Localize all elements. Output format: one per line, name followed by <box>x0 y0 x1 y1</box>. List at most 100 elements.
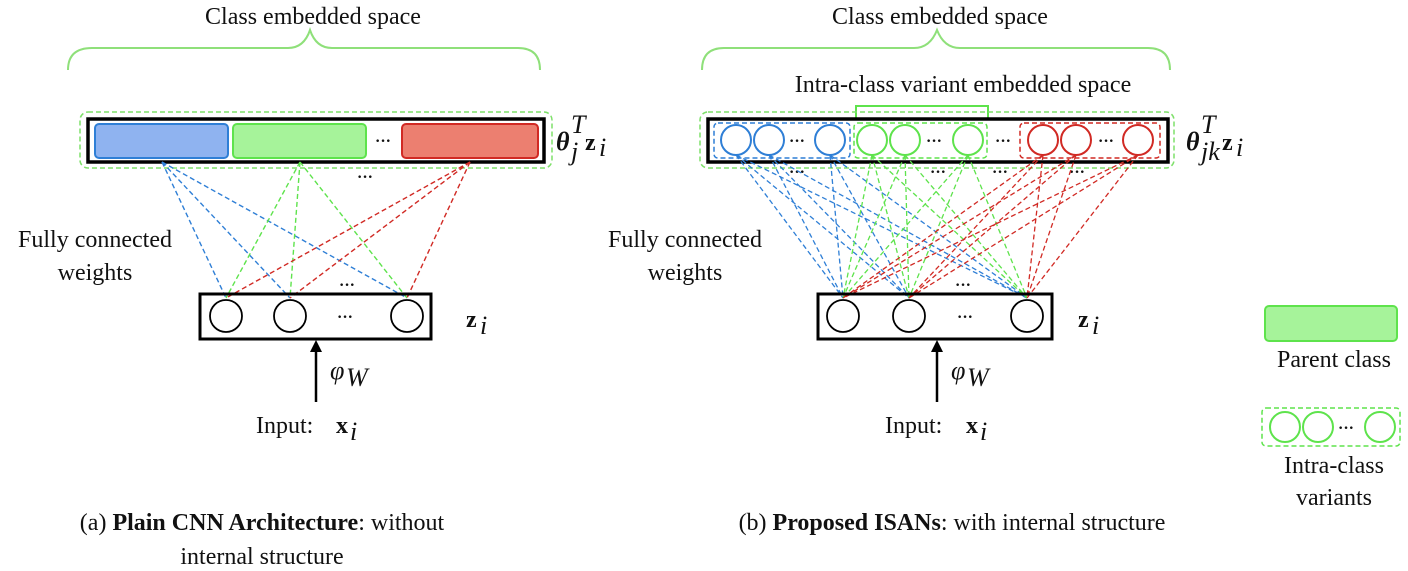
right-green-node-2 <box>889 124 921 156</box>
right-low-ellipsis: ··· <box>955 277 971 294</box>
left-low-ellipsis: ··· <box>339 277 355 294</box>
legend-variants-label-line2: variants <box>1296 485 1372 511</box>
left-input-arrow-head <box>310 340 322 352</box>
left-blue-class-block <box>94 123 229 159</box>
right-variant-space-label: Intra-class variant embedded space <box>795 72 1132 98</box>
right-variant-bracket <box>855 105 989 120</box>
left-phi-sub: W <box>346 363 370 392</box>
left-caption-line2: internal structure <box>180 544 343 570</box>
left-feature-ellipsis: ··· <box>337 309 353 326</box>
right-feature-node-2 <box>892 299 926 333</box>
right-fc-weights <box>735 154 1139 299</box>
right-red-node-2 <box>1060 124 1092 156</box>
right-mid-ellipsis-2: ··· <box>930 164 946 181</box>
left-z-label: z <box>466 307 477 333</box>
right-blue-variant-group: ··· <box>713 122 851 159</box>
left-theta-symbol: θ <box>556 127 570 156</box>
right-green-variant-group: ··· <box>853 122 988 159</box>
left-feature-node-1 <box>209 299 243 333</box>
left-theta-z: z <box>585 130 596 156</box>
left-feature-node-2 <box>273 299 307 333</box>
legend-variant-node-1 <box>1269 411 1301 443</box>
right-weights-label-line2: weights <box>648 260 723 286</box>
left-z-sub: i <box>480 311 487 340</box>
right-green-group-box <box>853 122 988 159</box>
right-weights-label-line1: Fully connected <box>608 227 762 253</box>
right-red-group-box <box>1019 122 1161 159</box>
right-mid-ellipsis-4: ··· <box>1069 164 1085 181</box>
left-caption-prefix: (a) <box>80 510 113 536</box>
right-green-ellipsis: ··· <box>926 133 942 150</box>
right-green-node-1 <box>856 124 888 156</box>
right-theta-sup: T <box>1201 110 1217 139</box>
left-top-ellipsis: ··· <box>375 133 391 150</box>
right-red-ellipsis: ··· <box>1098 133 1114 150</box>
left-class-embedded-space-label: Class embedded space <box>205 4 421 30</box>
right-embedding-outer-dashed <box>699 111 1175 169</box>
legend-parent-class-swatch <box>1264 305 1398 342</box>
right-caption-bold: Proposed ISANs <box>773 510 941 536</box>
right-blue-ellipsis: ··· <box>789 133 805 150</box>
right-blue-node-2 <box>753 124 785 156</box>
left-weights-label-line1: Fully connected <box>18 227 172 253</box>
legend-variants-label-line1: Intra-class <box>1284 453 1384 479</box>
right-blue-node-1 <box>720 124 752 156</box>
right-mid-ellipsis-3: ··· <box>992 164 1008 181</box>
right-input-arrow-head <box>931 340 943 352</box>
right-theta-sub: jk <box>1198 137 1220 166</box>
legend-variant-ellipsis: ··· <box>1338 420 1354 437</box>
right-theta-label: θ T jk z i <box>1186 110 1243 166</box>
left-weights-label-line2: weights <box>58 260 133 286</box>
right-red-variant-group: ··· <box>1019 122 1161 159</box>
right-green-node-n <box>952 124 984 156</box>
right-feature-node-n <box>1010 299 1044 333</box>
right-input-sub: i <box>980 417 987 446</box>
right-blue-group-box <box>713 122 851 159</box>
right-top-ellipsis: ··· <box>995 133 1011 150</box>
right-blue-node-n <box>814 124 846 156</box>
legend-parent-class-label: Parent class <box>1277 347 1391 373</box>
right-caption: (b) Proposed ISANs: with internal struct… <box>739 510 1166 536</box>
right-input-var: x <box>966 413 978 439</box>
left-input-var: x <box>336 413 348 439</box>
left-feature-node-n <box>390 299 424 333</box>
right-z-label: z <box>1078 307 1089 333</box>
left-green-class-block <box>232 123 367 159</box>
left-mid-ellipsis: ··· <box>357 169 373 186</box>
right-z-sub: i <box>1092 311 1099 340</box>
legend-variants-swatch <box>1261 407 1401 447</box>
legend: Parent class ··· Intra-class variants <box>1261 305 1401 511</box>
left-input-sub: i <box>350 417 357 446</box>
right-caption-rest: : with internal structure <box>941 510 1166 536</box>
left-input-prefix: Input: <box>256 413 313 439</box>
right-phi-sub: W <box>967 363 991 392</box>
left-panel: Class embedded space ··· θ T j z i ··· <box>18 4 606 570</box>
left-brace <box>67 26 541 71</box>
right-caption-prefix: (b) <box>739 510 773 536</box>
right-phi-label: φ <box>951 356 965 385</box>
right-feature-node-1 <box>826 299 860 333</box>
left-theta-sub: j <box>568 137 578 166</box>
right-red-node-n <box>1122 124 1154 156</box>
right-panel: Class embedded space Intra-class variant… <box>608 4 1243 536</box>
right-theta-z: z <box>1222 130 1233 156</box>
right-embedding-bar <box>706 117 1170 164</box>
legend-variant-node-n <box>1364 411 1396 443</box>
left-embedding-bar <box>86 117 546 164</box>
left-theta-sup: T <box>571 110 587 139</box>
left-caption-bold: Plain CNN Architecture <box>112 510 358 536</box>
right-red-node-1 <box>1027 124 1059 156</box>
right-brace <box>701 27 1171 71</box>
left-theta-label: θ T j z i <box>556 110 606 166</box>
left-caption-line1: (a) Plain CNN Architecture: without <box>80 510 445 536</box>
right-theta-zi: i <box>1236 133 1243 162</box>
legend-variant-node-2 <box>1302 411 1334 443</box>
right-feature-ellipsis: ··· <box>957 309 973 326</box>
right-feature-box <box>816 292 1054 341</box>
left-red-class-block <box>401 123 539 159</box>
left-caption-rest: : without <box>358 510 444 536</box>
right-input-prefix: Input: <box>885 413 942 439</box>
left-embedding-outer-dashed <box>79 111 553 169</box>
left-theta-zi: i <box>599 133 606 162</box>
